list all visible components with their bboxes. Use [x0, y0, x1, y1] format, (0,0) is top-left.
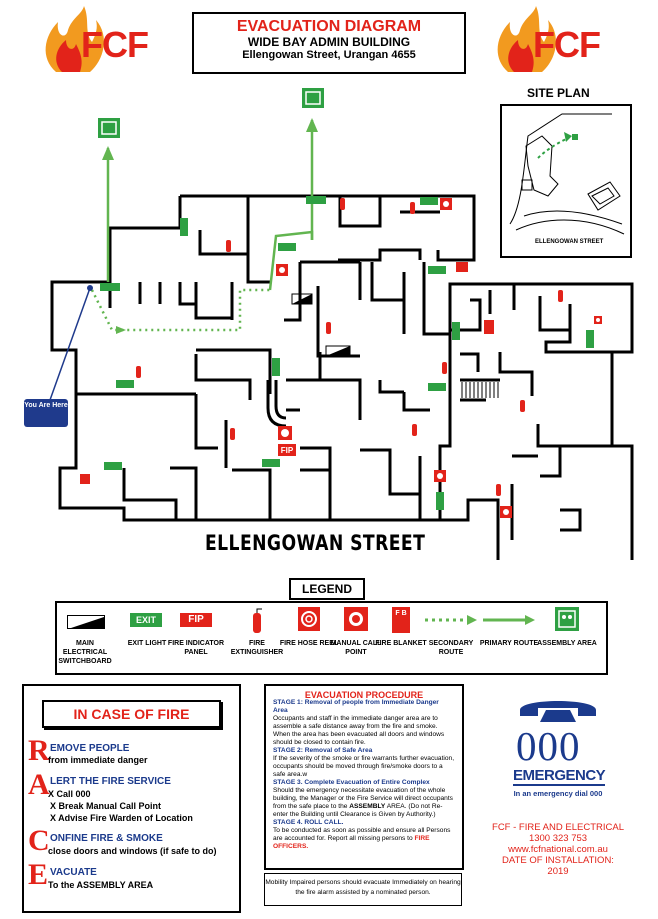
- building-name: WIDE BAY ADMIN BUILDING: [247, 35, 411, 49]
- manual-call-points: [434, 198, 602, 482]
- step-letter: E: [28, 858, 49, 891]
- fip-icon: [278, 444, 296, 456]
- switchboard-icon: [326, 346, 350, 356]
- flame-icon: [45, 6, 104, 72]
- legend: MAIN ELECTRICAL SWITCHBOARD EXIT EXIT LI…: [55, 601, 608, 675]
- fire-title: IN CASE OF FIRE: [42, 700, 221, 728]
- step-heading: LERT THE FIRE SERVICE: [50, 776, 171, 787]
- website: www.fcfnational.com.au: [508, 844, 608, 855]
- flame-icon: [497, 6, 556, 72]
- evacuation-procedure: EVACUATION PROCEDURE STAGE 1: Removal of…: [264, 684, 464, 870]
- legend-item-exit-light: EXIT LIGHT: [127, 640, 167, 647]
- diagram-title: EVACUATION DIAGRAM: [236, 18, 422, 35]
- stage-4-text: To be conducted as soon as possible and …: [273, 827, 451, 850]
- phone-number: 1300 323 753: [528, 833, 588, 844]
- emergency-number: 000: [516, 723, 581, 769]
- mobility-note: Mobility Impaired persons should evacuat…: [264, 873, 462, 906]
- contact-block: FCF - FIRE AND ELECTRICAL 1300 323 753 w…: [490, 822, 626, 877]
- step-letter: A: [28, 768, 50, 801]
- primary-route-icon: [483, 613, 535, 631]
- stairs: [461, 382, 499, 398]
- legend-item-hose-reel: FIRE HOSE REEL: [279, 640, 339, 647]
- emergency-word: EMERGENCY: [513, 767, 606, 786]
- stage-3-text: Should the emergency necessitate evacuat…: [273, 787, 453, 818]
- site-plan-map: [509, 113, 625, 235]
- legend-item-extinguisher: FIRE EXTINGUISHER: [230, 640, 284, 656]
- street-label: ELLENGOWAN STREET: [205, 531, 426, 555]
- stage-1-heading: STAGE 1: Removal of people from Immediat…: [273, 699, 439, 714]
- logo-left: FCF: [38, 6, 168, 76]
- legend-item-fire-blanket: FIRE BLANKET: [375, 640, 427, 647]
- hose-reel-icon: [298, 607, 320, 631]
- stage-2-text: If the severity of the smoke or fire war…: [273, 755, 455, 778]
- secondary-route-icon: [425, 613, 477, 631]
- call-point-icon: [344, 607, 368, 631]
- building-walls: [50, 194, 634, 560]
- logo-text: FCF: [81, 24, 149, 65]
- step-heading: EMOVE PEOPLE: [50, 743, 130, 754]
- extinguisher-icon: [250, 607, 264, 640]
- emergency-subtext: In an emergency dial 000: [513, 789, 603, 798]
- fire-hose-reels: [276, 264, 512, 518]
- legend-title: LEGEND: [289, 578, 365, 600]
- step-letter: R: [28, 734, 50, 767]
- ramp: [266, 380, 287, 428]
- logo-text: FCF: [533, 24, 601, 65]
- site-plan-title: SITE PLAN: [527, 86, 590, 100]
- fip-icon: FIP: [180, 613, 212, 627]
- fire-blanket-icon: F B: [392, 607, 410, 633]
- legend-item-primary-route: PRIMARY ROUTE: [479, 640, 539, 647]
- switchboard-icon: [67, 615, 105, 629]
- logo-right: FCF: [490, 6, 620, 76]
- legend-item-secondary-route: SECONDARY ROUTE: [428, 640, 474, 656]
- procedure-title: EVACUATION PROCEDURE: [304, 690, 424, 700]
- step-line: close doors and windows (if safe to do): [48, 846, 217, 856]
- step-heading: ONFINE FIRE & SMOKE: [50, 833, 163, 844]
- you-are-here-marker: [87, 285, 93, 291]
- primary-route: [106, 120, 314, 291]
- assembly-area-icon: [555, 607, 579, 631]
- step-line: X Advise Fire Warden of Location: [50, 813, 193, 823]
- legend-item-assembly-area: ASSEMBLY AREA: [537, 640, 597, 647]
- exit-light-icon: EXIT: [130, 613, 162, 627]
- title-box: EVACUATION DIAGRAM WIDE BAY ADMIN BUILDI…: [192, 12, 466, 74]
- install-year: 2019: [547, 866, 569, 877]
- you-are-here-label: You Are Here: [24, 399, 68, 427]
- site-plan: ELLENGOWAN STREET: [500, 104, 632, 258]
- stage-3-heading: STAGE 3. Complete Evacuation of Entire C…: [273, 779, 430, 786]
- legend-item-switchboard: MAIN ELECTRICAL SWITCHBOARD: [58, 640, 112, 665]
- switchboard-icon: [292, 294, 312, 304]
- phone-icon: [520, 701, 596, 722]
- step-letter: C: [28, 824, 50, 857]
- floor-plan: FIP: [49, 88, 634, 560]
- fire-blankets: [80, 262, 494, 484]
- fip-text: FIP: [281, 446, 294, 455]
- in-case-of-fire: IN CASE OF FIRE R EMOVE PEOPLE from imme…: [22, 684, 241, 913]
- install-label: DATE OF INSTALLATION:: [502, 855, 614, 866]
- secondary-route: [90, 288, 270, 332]
- company-name: FCF - FIRE AND ELECTRICAL: [492, 822, 624, 833]
- building-address: Ellengowan Street, Urangan 4655: [242, 49, 416, 61]
- stage-1-text: Occupants and staff in the immediate dan…: [273, 715, 445, 746]
- step-line: X Call 000: [48, 789, 91, 799]
- stage-4-heading: STAGE 4. ROLL CALL.: [273, 819, 344, 826]
- exit-lights: [100, 196, 594, 510]
- assembly-area-icon: [98, 118, 120, 138]
- legend-item-fip: FIRE INDICATOR PANEL: [167, 640, 225, 656]
- assembly-area-icon: [302, 88, 324, 108]
- legend-item-call-point: MANUAL CALL POINT: [330, 640, 382, 656]
- step-line: To the ASSEMBLY AREA: [48, 880, 154, 890]
- step-heading: VACUATE: [50, 867, 97, 878]
- step-line: from immediate danger: [48, 755, 148, 765]
- stage-2-heading: STAGE 2: Removal of Safe Area: [273, 747, 373, 754]
- site-plan-street: ELLENGOWAN STREET: [535, 239, 604, 245]
- step-line: X Break Manual Call Point: [50, 801, 162, 811]
- fire-extinguishers: [136, 198, 563, 496]
